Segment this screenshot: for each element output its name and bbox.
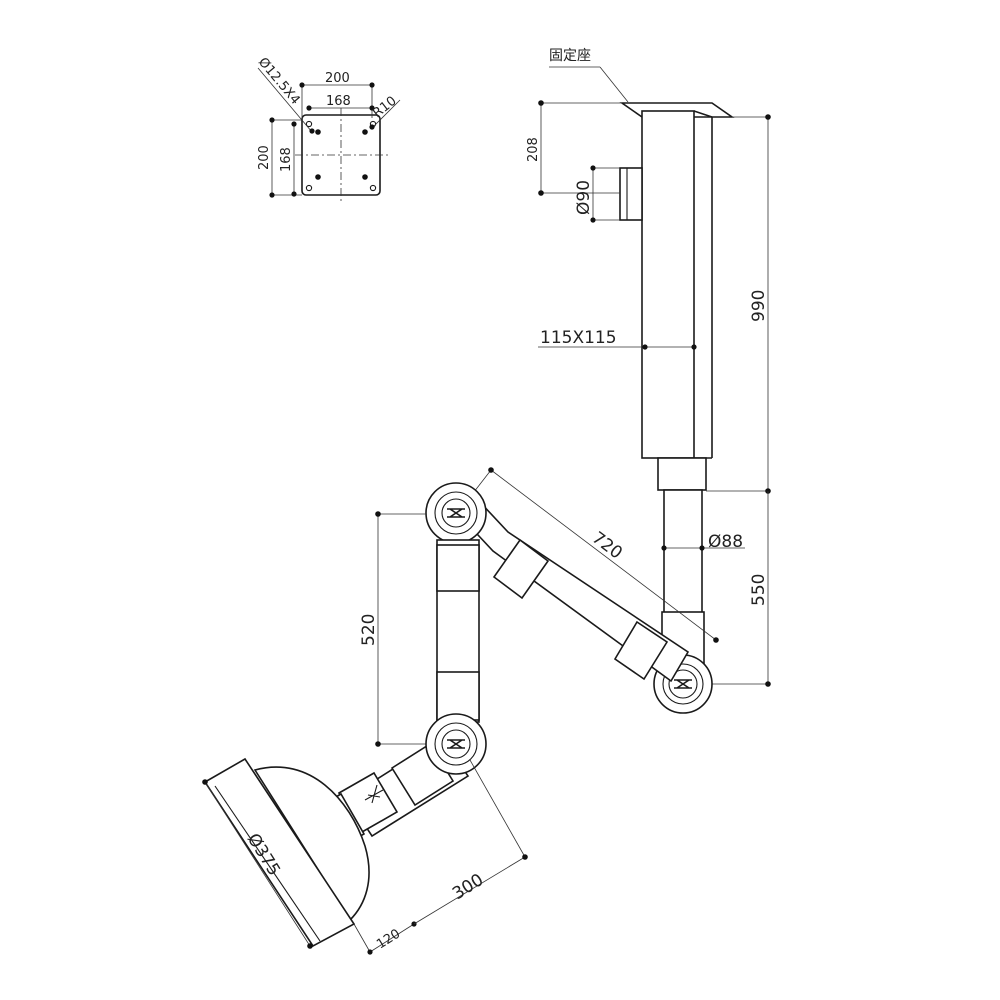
joint-knob-icon xyxy=(447,739,465,749)
port-diameter-dim: Ø90 xyxy=(574,180,594,215)
plate-corner-hole xyxy=(305,184,313,192)
plate-outer-width-dim: 200 xyxy=(325,71,350,86)
joint-knob-icon xyxy=(447,508,465,518)
joint-knob-icon xyxy=(674,679,692,689)
plate-bolt-hole xyxy=(315,129,321,135)
tube-diameter-dim: Ø88 xyxy=(708,532,743,552)
upper-length-dim: 990 xyxy=(749,290,769,322)
mount-height-dim: 208 xyxy=(526,137,541,162)
link-sleeve xyxy=(613,620,669,681)
plate-bolt-hole xyxy=(362,174,368,180)
hood-dome xyxy=(253,766,370,922)
vertical-arm: 520 xyxy=(359,511,480,747)
lower-vertical-tube xyxy=(663,489,703,619)
column-depth-edge xyxy=(693,110,713,118)
column-section-dim: 115X115 xyxy=(540,328,617,348)
plate-corner-hole xyxy=(369,184,377,192)
fixed-mount-assembly: 固定座 208 Ø90 115X115 990 Ø88 550 xyxy=(526,48,771,687)
hood-assembly: Ø375 120 300 xyxy=(202,713,528,955)
plate-inner-height-dim: 168 xyxy=(279,147,294,172)
fixed-mount-label: 固定座 xyxy=(549,48,591,64)
plate-hole-spec-label: Ø12.5X4 xyxy=(255,55,303,108)
plate-inner-width-dim: 168 xyxy=(326,94,351,109)
arm-sleeve xyxy=(436,671,480,721)
mid-drop-dim: 520 xyxy=(359,614,379,646)
plate-corner-radius-label: R10 xyxy=(370,94,399,122)
plate-outer-height-dim: 200 xyxy=(257,145,272,170)
upper-joint xyxy=(425,482,487,544)
square-column xyxy=(641,110,695,459)
hood-depth-dim: 120 xyxy=(374,927,403,953)
column-collar xyxy=(657,457,707,491)
arm-sleeve xyxy=(436,544,480,592)
plate-bolt-hole xyxy=(362,129,368,135)
side-port xyxy=(619,167,643,221)
plate-bolt-hole xyxy=(315,174,321,180)
link-length-dim: 720 xyxy=(588,528,626,564)
link-sleeve xyxy=(492,538,550,600)
lower-drop-dim: 550 xyxy=(749,574,769,606)
swivel-symbol-icon xyxy=(364,784,384,804)
plate-corner-hole xyxy=(305,120,313,128)
mounting-plate-top-view: 200 168 200 168 Ø12.5X4 R10 xyxy=(255,55,401,202)
